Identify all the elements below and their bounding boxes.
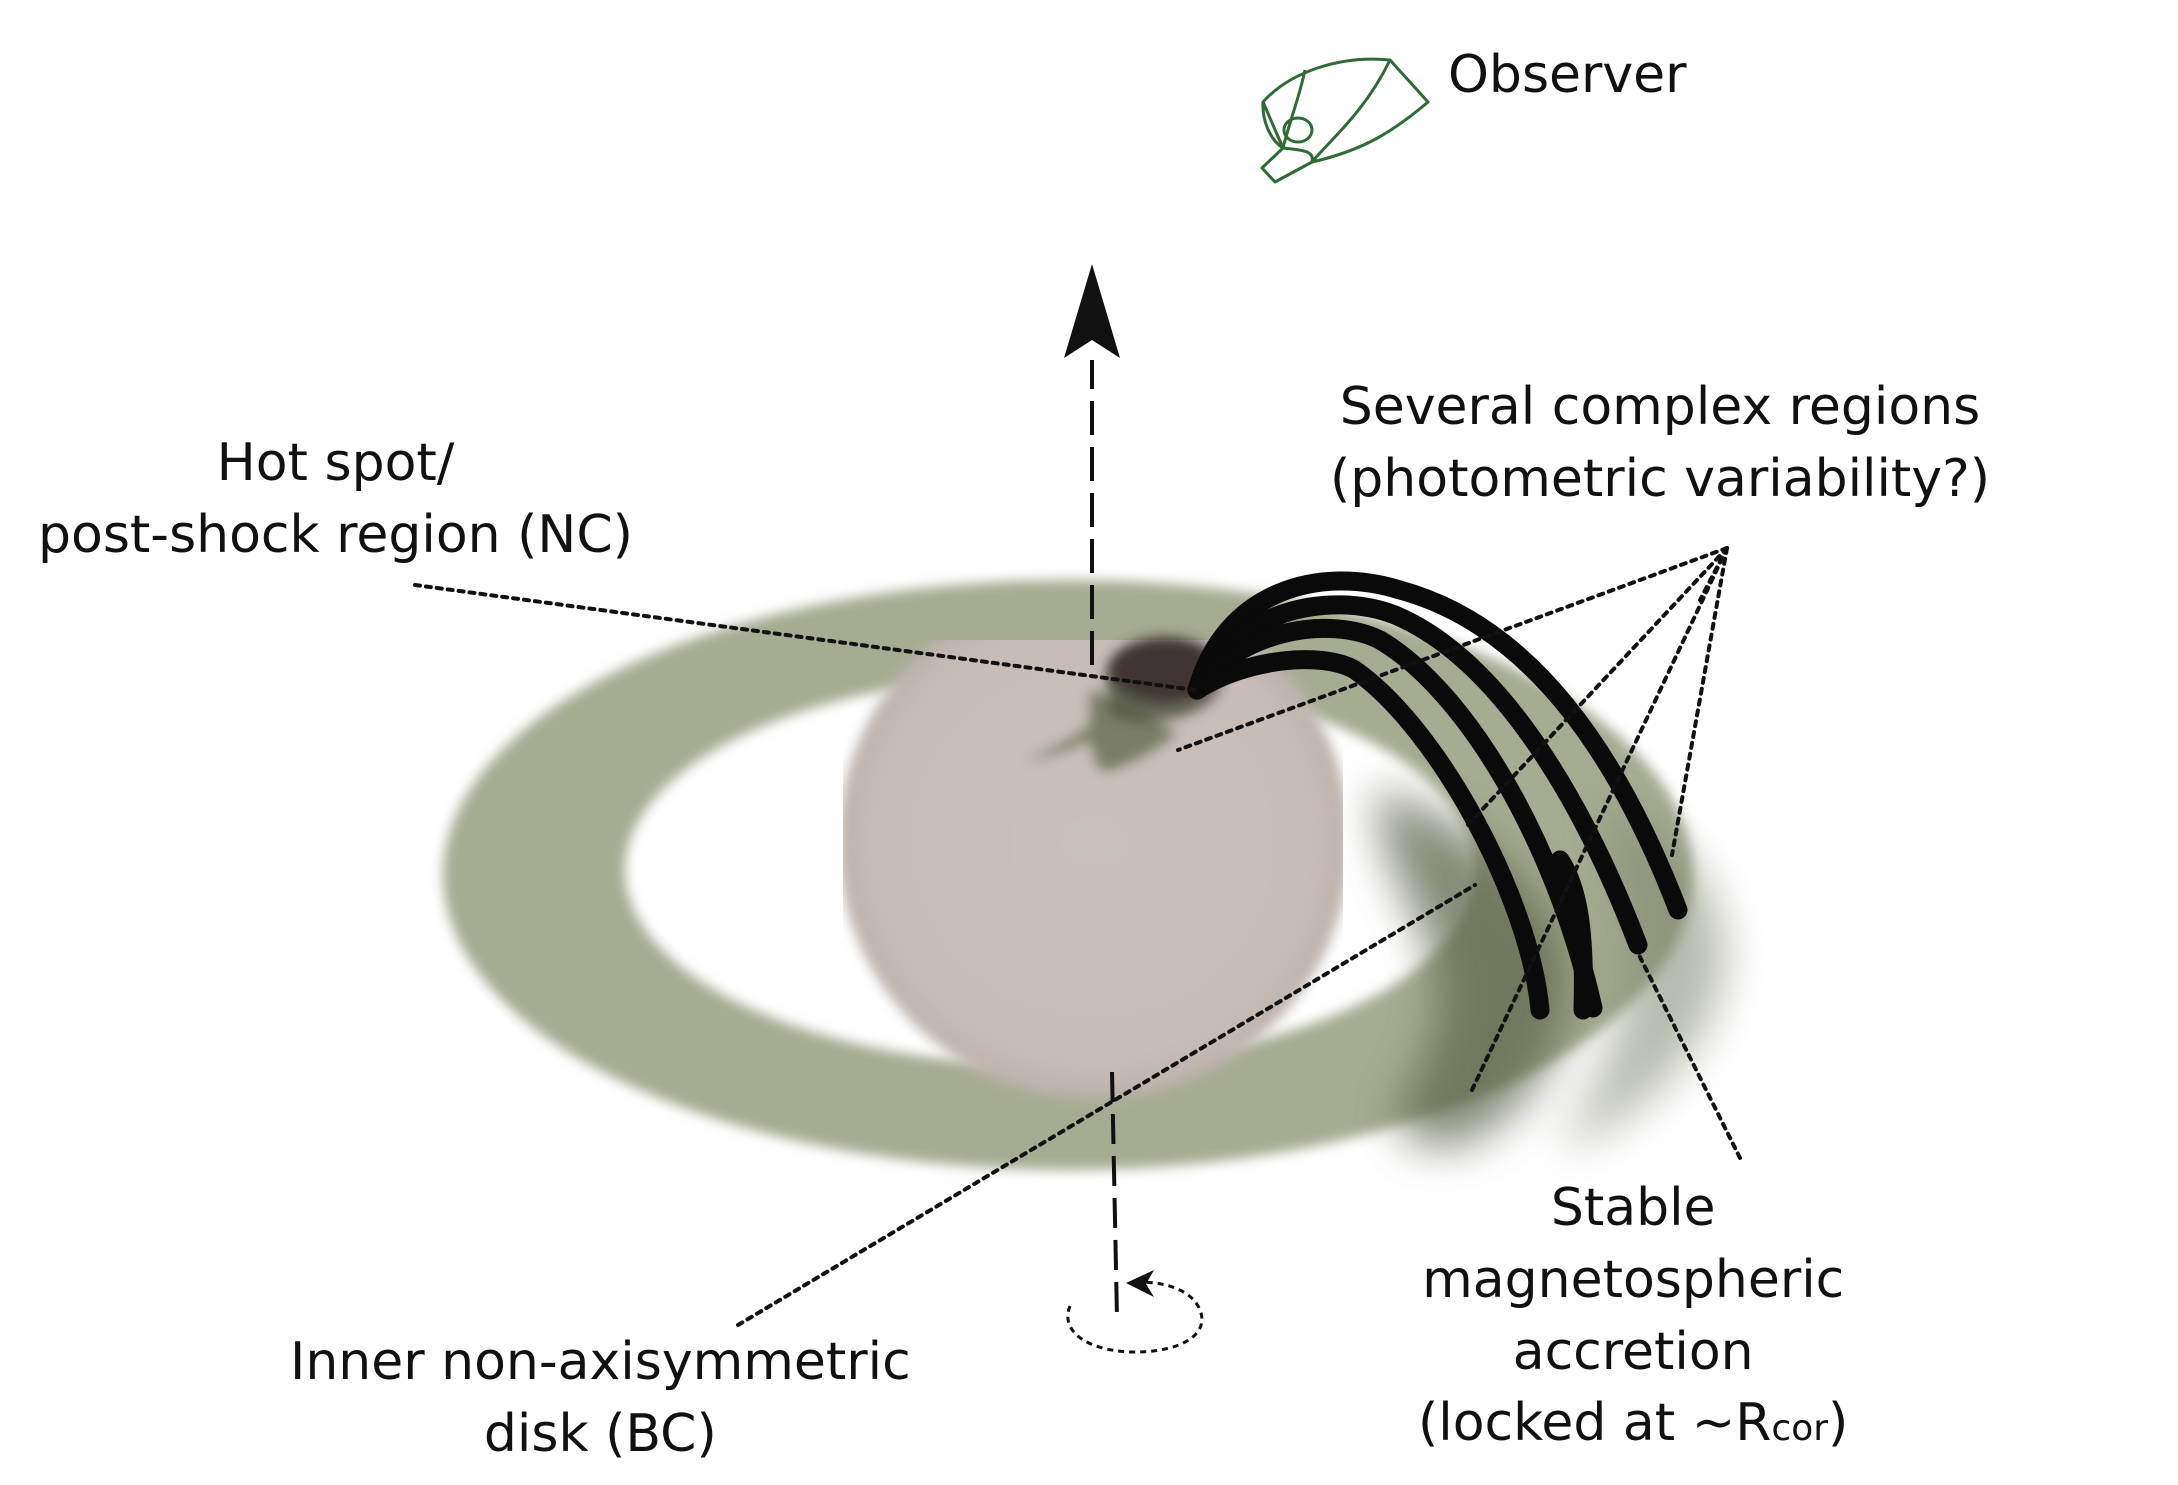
complex-regions-line1: Several complex regions — [1339, 377, 1981, 437]
leader-complex-2 — [1463, 546, 1729, 830]
leader-inner-disk — [736, 883, 1477, 1327]
observer-label: Observer — [1448, 40, 1687, 112]
leader-complex-1 — [1176, 546, 1729, 752]
complex-regions-line2: (photometric variability?) — [1330, 448, 1990, 509]
stable-accretion-label: Stable magnetospheric accretion (locked … — [1418, 1173, 1848, 1460]
accretion-stream-4 — [1187, 650, 1550, 1020]
inner-disk-line2: disk (BC) — [483, 1403, 717, 1464]
inner-disk-line1: Inner non-axisymmetric — [290, 1332, 911, 1392]
inner-disk-label: Inner non-axisymmetric disk (BC) — [290, 1327, 911, 1471]
rotation-curve — [1066, 1280, 1204, 1354]
star-sphere — [843, 640, 1343, 1098]
disk-ring — [442, 579, 1694, 1171]
rotation-direction-arrow — [1066, 1270, 1204, 1354]
complex-regions-label: Several complex regions (photometric var… — [1330, 372, 1990, 516]
stable-accretion-line3: accretion — [1512, 1321, 1754, 1382]
accretion-stream-tail-1 — [1550, 850, 1593, 1020]
accretion-stream-2 — [1187, 595, 1648, 955]
leader-hot-spot — [413, 583, 1197, 692]
accretion-streams — [1187, 571, 1688, 1020]
stable-accretion-subscript: cor — [1771, 1408, 1829, 1450]
axis-arrowhead — [1064, 264, 1120, 358]
stable-accretion-line4-suffix: ) — [1828, 1393, 1849, 1454]
hot-spot-line1: Hot spot/ — [216, 433, 455, 493]
accretion-stream-3 — [1187, 619, 1603, 1018]
observer-label-text: Observer — [1448, 45, 1687, 105]
stable-accretion-line1: Stable — [1550, 1178, 1716, 1238]
observer-eye-icon — [1260, 57, 1430, 184]
leader-complex-3 — [1470, 546, 1729, 1092]
rotation-arrowhead — [1126, 1270, 1154, 1297]
accretion-stream-1 — [1187, 571, 1688, 920]
leader-complex-5 — [1698, 546, 1729, 602]
stable-accretion-line4: (locked at ~Rcor) — [1418, 1388, 1848, 1460]
accretion-disk — [442, 579, 1725, 1171]
leader-lines — [413, 546, 1742, 1327]
hot-spot-line2: post-shock region (NC) — [38, 504, 633, 565]
central-star — [843, 640, 1343, 1098]
stable-accretion-line4-prefix: (locked at ~R — [1418, 1393, 1772, 1454]
leader-stable-accretion — [1636, 951, 1742, 1160]
stable-accretion-line2: magnetospheric — [1422, 1249, 1845, 1310]
disk-shadow — [1375, 790, 1572, 1148]
hot-spot-label: Hot spot/ post-shock region (NC) — [38, 428, 633, 572]
rotation-axis-arrow — [1064, 264, 1120, 665]
hot-spot-shadow — [1108, 675, 1222, 722]
disk-shadow-outer — [1560, 800, 1725, 1150]
leader-complex-4 — [1670, 546, 1729, 857]
